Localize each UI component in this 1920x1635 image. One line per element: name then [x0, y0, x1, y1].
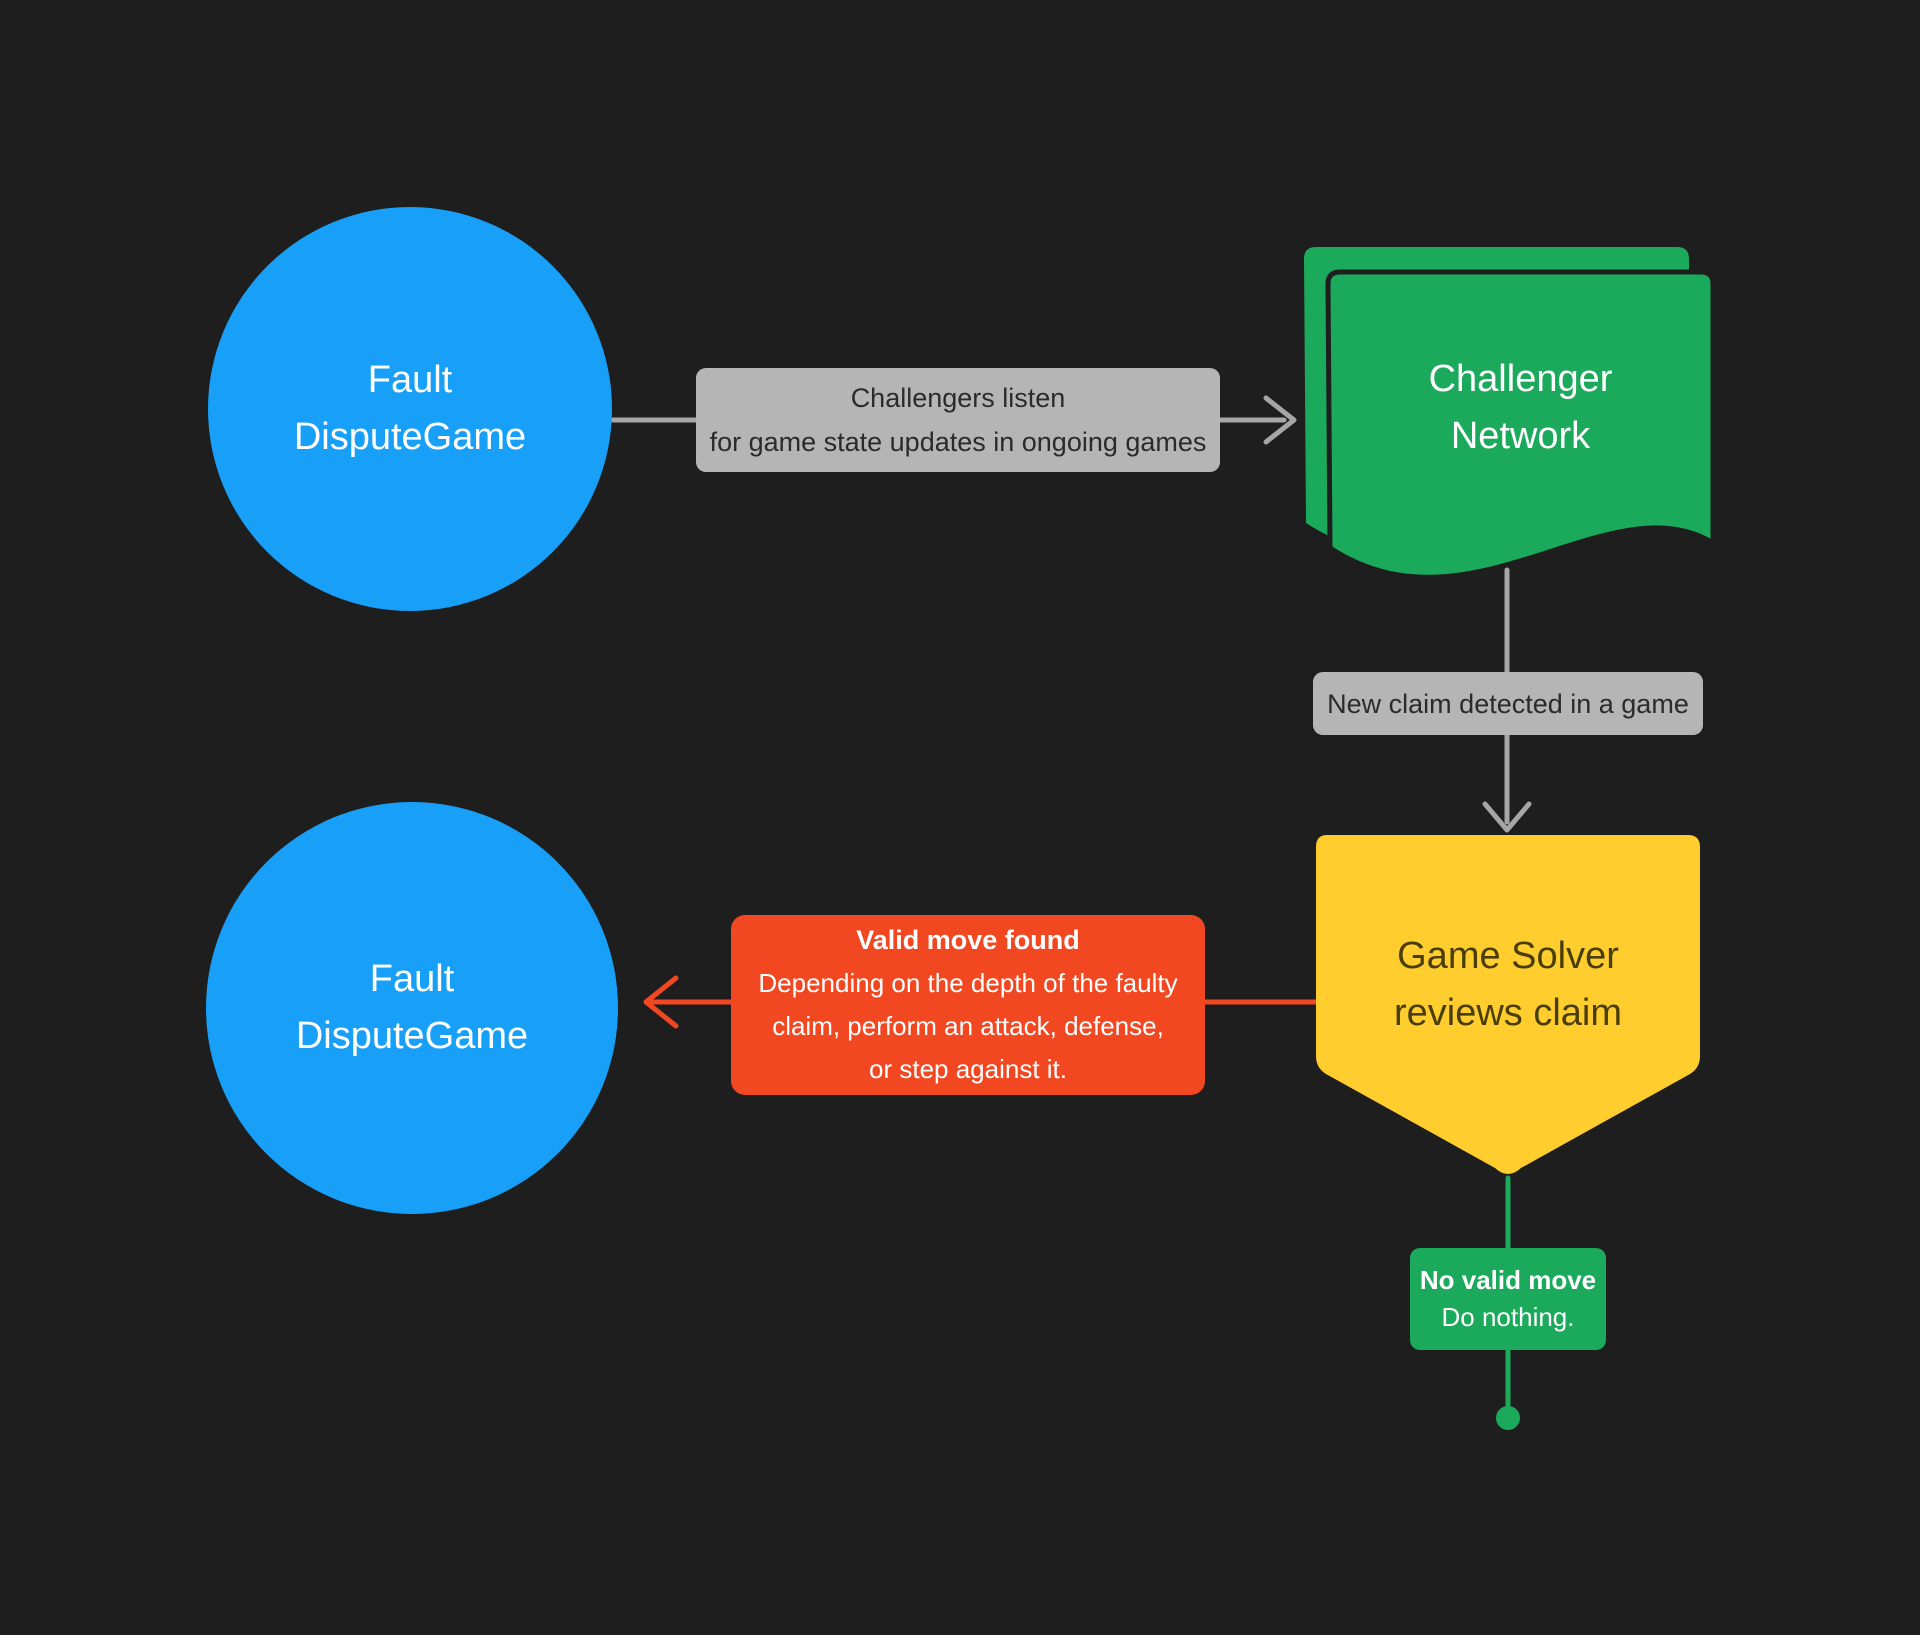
new-claim-connector-arrowhead: [1482, 801, 1532, 833]
fault-dispute-game-node-top: Fault DisputeGame: [208, 207, 612, 611]
edge-label-line: for game state updates in ongoing games: [709, 427, 1207, 457]
edge-label-line: New claim detected in a game: [1327, 688, 1689, 719]
node-label-line: DisputeGame: [295, 1015, 529, 1057]
valid-move-body-line: claim, perform an attack, defense,: [772, 1011, 1164, 1041]
edge-label-line: Challengers listen: [850, 383, 1066, 413]
no-valid-move-terminal-dot: [1496, 1406, 1520, 1430]
node-label-line: Fault: [369, 958, 455, 1000]
no-valid-move-title: No valid move: [1419, 1265, 1597, 1295]
listen-edge-label: Challengers listen for game state update…: [696, 368, 1220, 472]
game-solver-shape: [1316, 835, 1700, 1174]
valid-move-body-line: Depending on the depth of the faulty: [758, 968, 1178, 998]
valid-move-title: Valid move found: [856, 925, 1080, 955]
challenger-network-shape: [1325, 269, 1716, 580]
valid-move-body-line: or step against it.: [869, 1054, 1067, 1084]
no-valid-move-body: Do nothing.: [1441, 1302, 1575, 1332]
valid-move-connector-arrowhead: [643, 975, 679, 1029]
listen-connector-arrowhead: [1263, 395, 1297, 445]
fault-dispute-game-node-bottom: Fault DisputeGame: [206, 802, 618, 1214]
node-label-line: Fault: [367, 359, 453, 401]
node-label-line: DisputeGame: [293, 416, 527, 458]
no-valid-move-label: No valid move Do nothing.: [1410, 1248, 1606, 1350]
valid-move-edge-label: Valid move found Depending on the depth …: [731, 915, 1205, 1095]
new-claim-edge-label: New claim detected in a game: [1313, 672, 1703, 735]
